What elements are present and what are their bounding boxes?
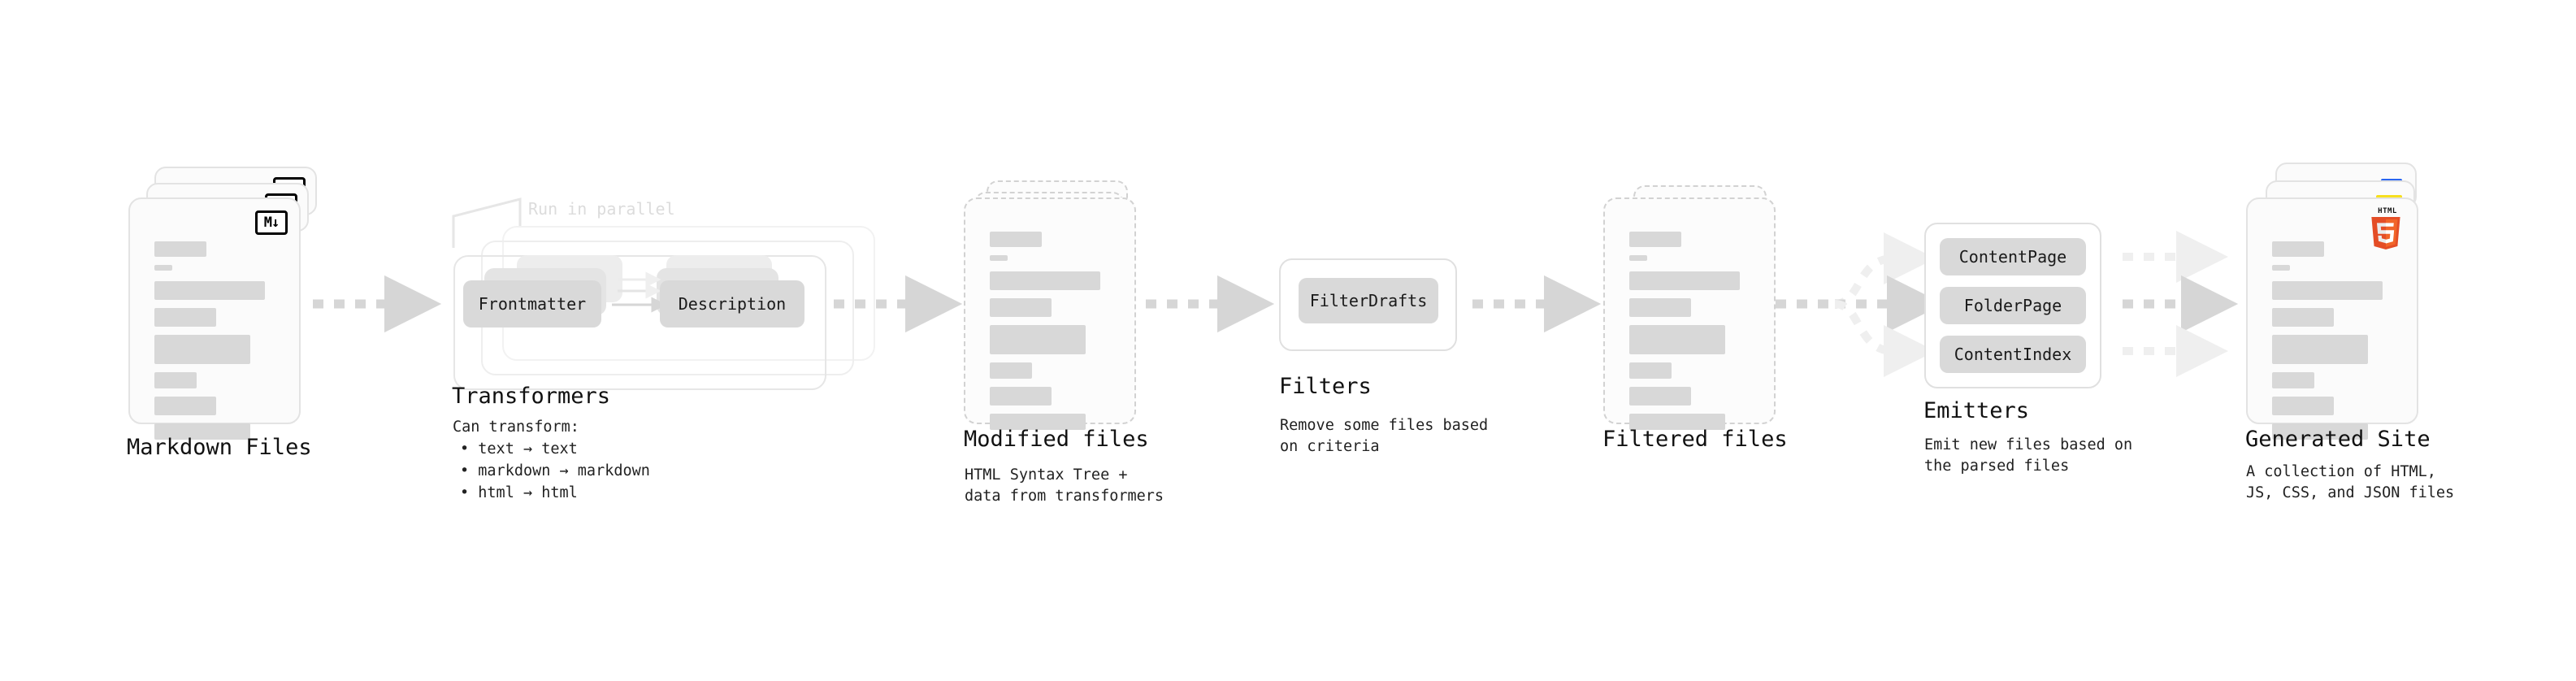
- transformer-node-description[interactable]: Description: [660, 280, 804, 327]
- transformers-bullet-1: • markdown → markdown: [460, 462, 650, 479]
- filters-sub-0: Remove some files based: [1280, 417, 1489, 434]
- run-in-parallel-label: Run in parallel: [528, 199, 675, 219]
- arrow-filtered-to-emitters: [1776, 232, 1945, 377]
- transformers-bullet-0: • text → text: [460, 440, 578, 458]
- emitter-node-contentpage[interactable]: ContentPage: [1940, 238, 2086, 275]
- filtered-files-caption: Filtered files: [1602, 427, 1788, 452]
- transformers-caption: Transformers: [452, 384, 611, 409]
- arrow-emitters-to-generated: [2123, 230, 2239, 377]
- transformer-node-frontmatter[interactable]: Frontmatter: [463, 280, 601, 327]
- markdown-icon: M↓: [255, 210, 288, 235]
- modified-files-caption: Modified files: [964, 427, 1149, 452]
- generated-site-caption: Generated Site: [2245, 427, 2431, 452]
- markdown-card-front: M↓: [128, 197, 301, 440]
- transformers-subtitle-head: Can transform:: [453, 419, 579, 436]
- filters-caption: Filters: [1279, 374, 1372, 399]
- filters-panel: FilterDrafts: [1279, 258, 1457, 351]
- filtered-card-front: [1603, 197, 1776, 430]
- generated-site-sub-0: A collection of HTML,: [2246, 463, 2436, 480]
- transformer-layer-front: [453, 255, 826, 390]
- html5-badge-icon: HTML: [2370, 207, 2405, 249]
- emitter-node-contentindex[interactable]: ContentIndex: [1940, 336, 2086, 373]
- modified-card-front: [964, 197, 1136, 430]
- emitters-sub-0: Emit new files based on: [1924, 436, 2133, 453]
- emitters-sub-1: the parsed files: [1924, 458, 2070, 475]
- emitters-panel: ContentPage FolderPage ContentIndex: [1924, 223, 2101, 388]
- filters-sub-1: on criteria: [1280, 438, 1380, 455]
- modified-files-sub-1: data from transformers: [965, 488, 1164, 505]
- generated-site-sub-1: JS, CSS, and JSON files: [2246, 484, 2455, 501]
- emitters-caption: Emitters: [1923, 398, 2030, 423]
- generated-card-front: HTML: [2246, 197, 2418, 440]
- run-in-parallel-bracket: [452, 197, 522, 248]
- modified-files-sub-0: HTML Syntax Tree +: [965, 466, 1128, 484]
- transformers-bullet-2: • html → html: [460, 484, 578, 501]
- filter-node-filterdrafts[interactable]: FilterDrafts: [1299, 278, 1438, 323]
- emitter-node-folderpage[interactable]: FolderPage: [1940, 287, 2086, 324]
- markdown-files-caption: Markdown Files: [127, 435, 312, 460]
